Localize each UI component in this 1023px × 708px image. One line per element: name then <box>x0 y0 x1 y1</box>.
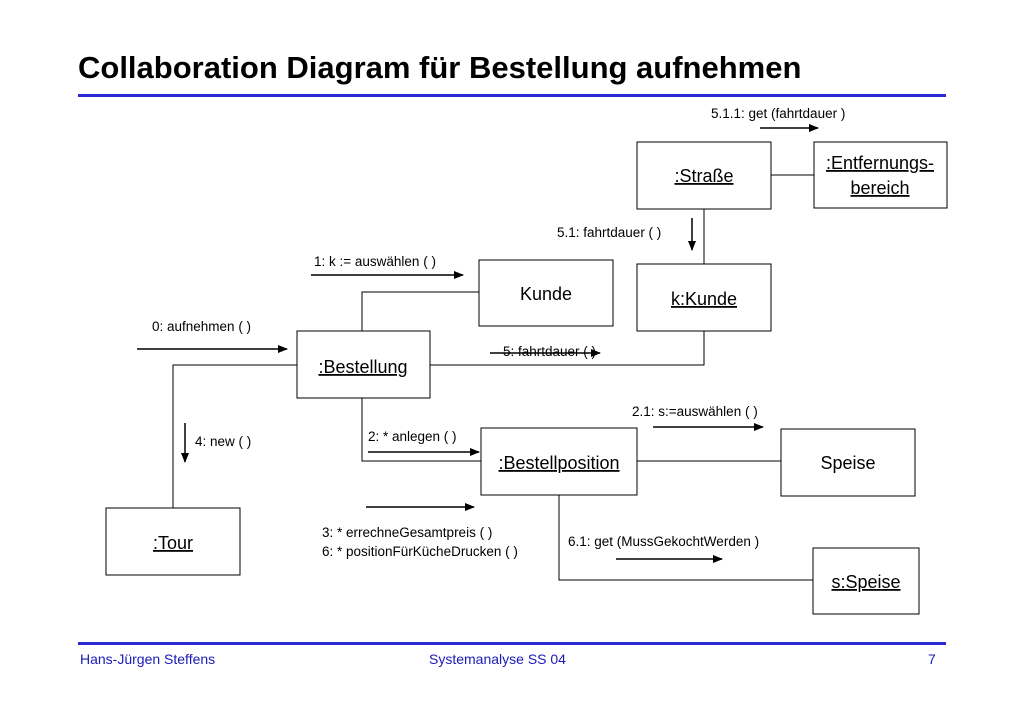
message-3: 3: * errechneGesamtpreis ( ) <box>322 525 492 540</box>
object-tour-label: :Tour <box>153 533 193 553</box>
object-entfernungsbereich <box>813 141 948 209</box>
object-tour <box>105 507 241 576</box>
message-2: 2: * anlegen ( ) <box>368 429 457 444</box>
message-6: 6: * positionFürKücheDrucken ( ) <box>322 544 518 559</box>
object-speise-label: Speise <box>820 453 875 473</box>
object-bestellung-label: :Bestellung <box>318 357 407 377</box>
link-bestellung-tour <box>172 364 297 508</box>
object-strasse <box>636 141 772 210</box>
message-1: 1: k := auswählen ( ) <box>314 254 436 269</box>
object-bestellposition-label: :Bestellposition <box>498 453 619 473</box>
object-k-kunde <box>636 263 772 332</box>
message-4: 4: new ( ) <box>195 434 251 449</box>
object-speise <box>780 428 916 497</box>
object-entfernungsbereich-label-2: bereich <box>850 178 909 198</box>
object-k-kunde-label: k:Kunde <box>671 289 737 309</box>
page-title: Collaboration Diagram für Bestellung auf… <box>78 50 802 85</box>
object-kunde-label: Kunde <box>520 284 572 304</box>
message-2-1: 2.1: s:=auswählen ( ) <box>632 404 758 419</box>
object-bestellposition <box>480 427 638 496</box>
title-rule <box>78 94 946 97</box>
object-bestellung <box>296 330 431 399</box>
link-bestellung-k-kunde <box>430 331 705 366</box>
message-5: 5: fahrtdauer ( ) <box>503 344 596 359</box>
message-5-1: 5.1: fahrtdauer ( ) <box>557 225 661 240</box>
link-bestellung-kunde <box>361 291 479 331</box>
message-0: 0: aufnehmen ( ) <box>152 319 251 334</box>
object-strasse-label: :Straße <box>674 166 733 186</box>
message-6-1: 6.1: get (MussGekochtWerden ) <box>568 534 759 549</box>
object-kunde <box>478 259 614 327</box>
link-bestellposition-s-speise <box>558 495 813 581</box>
object-s-speise <box>812 547 920 615</box>
footer-rule <box>78 642 946 645</box>
message-5-1-1: 5.1.1: get (fahrtdauer ) <box>711 106 845 121</box>
object-s-speise-label: s:Speise <box>831 572 900 592</box>
footer-course: Systemanalyse SS 04 <box>429 651 566 667</box>
link-bestellung-bestellposition <box>361 398 481 462</box>
footer-author: Hans-Jürgen Steffens <box>80 651 216 667</box>
footer-page-number: 7 <box>928 651 936 667</box>
object-entfernungsbereich-label-1: :Entfernungs- <box>826 153 934 173</box>
